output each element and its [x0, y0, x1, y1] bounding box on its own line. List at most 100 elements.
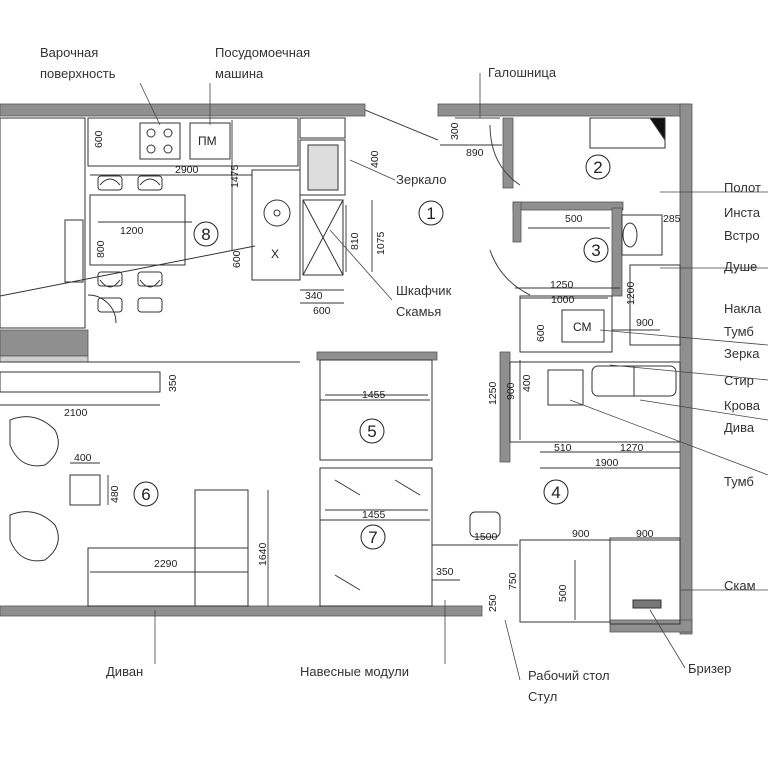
callouts: Варочная поверхность Посудомоечная машин…: [40, 45, 762, 704]
wardrobe-5: [319, 359, 433, 461]
dim-250: 250: [487, 594, 499, 612]
rect: [137, 271, 163, 287]
wardrobes: [319, 359, 433, 607]
desk: [519, 539, 611, 623]
line: [139, 82, 161, 126]
rect: [97, 297, 123, 313]
label-right-8: Стир: [724, 373, 754, 388]
room-number-labels: 1 2 3 4 5 6 7 8: [141, 158, 602, 547]
dimension-lines: [0, 120, 680, 620]
label-right-7: Зерка: [724, 346, 760, 361]
label-hob-1: Варочная: [40, 45, 98, 60]
line: [609, 364, 768, 381]
dim-1900: 1900: [595, 457, 619, 469]
label-bench: Скамья: [396, 304, 441, 319]
dim-600b: 600: [231, 250, 243, 268]
bath-wall-left: [512, 201, 522, 243]
kitchen-partition-lower: [0, 355, 89, 363]
line: [329, 229, 393, 301]
sink-cabinet: [251, 169, 301, 281]
line: [302, 199, 344, 276]
label-dishwasher-1: Посудомоечная: [215, 45, 310, 60]
armchair-top: [9, 416, 59, 467]
burner: [163, 144, 173, 154]
circle: [359, 418, 385, 444]
tv-console: [0, 371, 161, 393]
wardrobe-block: [299, 139, 346, 196]
room-2: 2: [593, 158, 602, 177]
dim-1455b: 1455: [362, 509, 386, 521]
dim-600c: 600: [313, 305, 331, 317]
burner: [163, 128, 173, 138]
dim-900d: 900: [636, 528, 654, 540]
room-7: 7: [368, 528, 377, 547]
dim-2100: 2100: [64, 407, 88, 419]
bedroom-wall-left: [499, 351, 511, 463]
coffee-table: [69, 474, 101, 506]
washer: [561, 309, 605, 343]
marker-sink: Х: [271, 247, 279, 261]
dim-750: 750: [507, 572, 519, 590]
wardrobe-top: [316, 351, 438, 361]
circle: [193, 221, 219, 247]
kitchen-partition: [0, 329, 89, 357]
line: [599, 329, 768, 346]
label-cabinet: Шкафчик: [396, 283, 452, 298]
path: [489, 124, 521, 186]
bench-cabinet: [302, 199, 344, 276]
dim-1000: 1000: [551, 294, 575, 306]
dim-340: 340: [305, 290, 323, 302]
bath-wall-top: [512, 201, 624, 211]
dim-600a: 600: [93, 130, 105, 148]
bed: [509, 361, 681, 443]
dim-1250a: 1250: [550, 279, 574, 291]
circle: [418, 200, 444, 226]
circle: [583, 237, 609, 263]
path: [489, 249, 531, 296]
label-desk: Рабочий стол: [528, 668, 610, 683]
dim-1455a: 1455: [362, 389, 386, 401]
bottom-wall-left: [0, 605, 483, 617]
chair: [469, 511, 501, 538]
dim-900c: 900: [572, 528, 590, 540]
dim-400a: 400: [369, 150, 381, 168]
leader-lines: [139, 73, 768, 681]
bench-bottom: [609, 537, 681, 625]
dim-510: 510: [554, 442, 572, 454]
living: [0, 361, 300, 607]
dim-900b: 900: [505, 382, 517, 400]
door-swing: [87, 294, 117, 324]
bottom-wall-right: [609, 619, 693, 633]
sofa-corner: [194, 489, 249, 607]
dim-800: 800: [95, 240, 107, 258]
sofa: [87, 547, 249, 607]
dim-890: 890: [466, 147, 484, 159]
rect: [137, 297, 163, 313]
fridge-block: [0, 117, 86, 329]
dim-810: 810: [349, 232, 361, 250]
bathroom: [519, 117, 681, 353]
line: [649, 609, 686, 669]
circle: [585, 154, 611, 180]
dim-500a: 500: [565, 213, 583, 225]
shower: [629, 264, 681, 346]
dining-chairs: [97, 175, 163, 313]
room-8: 8: [201, 225, 210, 244]
burner: [146, 144, 156, 154]
label-right-11: Тумб: [724, 474, 754, 489]
toilet-box: [621, 214, 663, 256]
line: [334, 479, 361, 496]
dim-350b: 350: [436, 566, 454, 578]
dim-1640: 1640: [257, 542, 269, 566]
kitchen: [0, 117, 346, 329]
dim-300: 300: [449, 122, 461, 140]
line: [394, 479, 421, 496]
dim-1270: 1270: [620, 442, 644, 454]
label-right-2: Инста: [724, 205, 761, 220]
dim-900a: 900: [636, 317, 654, 329]
equipment-markers: ПМ СМ Х: [198, 134, 592, 334]
label-hob-2: поверхность: [40, 66, 116, 81]
rect: [137, 175, 163, 191]
line: [639, 399, 768, 421]
